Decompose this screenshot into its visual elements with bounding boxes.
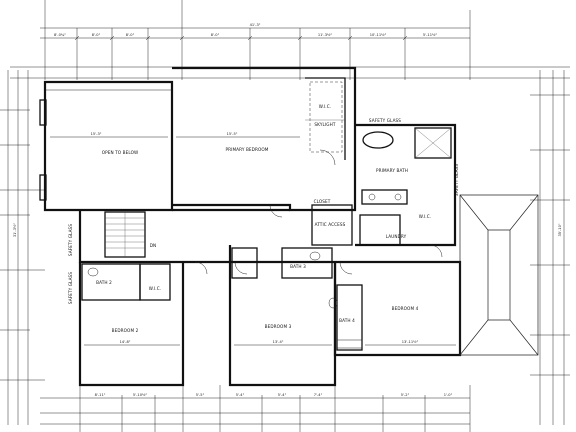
label-bedroom4: BEDROOM 4 xyxy=(392,306,419,311)
label-safety-glass-left2: SAFETY GLASS xyxy=(68,272,73,304)
label-safety-glass-left: SAFETY GLASS xyxy=(68,224,73,256)
dim-top-seg: 8'-0¾" xyxy=(54,33,66,37)
dim-left-overall: 31'-3½" xyxy=(13,223,17,238)
top-dimension-labels: 41'-3" 5'-11½" 8'-0¾" 8'-0" 8'-0" 8'-0" … xyxy=(54,23,437,37)
label-bath3: BATH 3 xyxy=(290,264,306,269)
door-swings xyxy=(194,149,443,275)
room-labels: OPEN TO BELOW PRIMARY BEDROOM PRIMARY BA… xyxy=(68,104,459,333)
dim-top-right: 5'-11½" xyxy=(423,33,438,37)
dim-bottom-seg: 8'-11" xyxy=(95,393,106,397)
bottom-dimension-labels: 8'-11" 5'-10½" 5'-5" 5'-4" 5'-4" 7'-4" 5… xyxy=(95,393,453,397)
label-open-to-below: OPEN TO BELOW xyxy=(102,150,139,155)
dim-bottom-seg: 7'-4" xyxy=(314,393,323,397)
dim-top-seg: 8'-0" xyxy=(211,33,220,37)
dim-bottom-seg: 5'-5" xyxy=(196,393,205,397)
dim-top-seg: 11'-3½" xyxy=(318,33,333,37)
label-dn: DN xyxy=(150,243,157,248)
walls xyxy=(39,66,462,387)
dim-bedroom4: 13'-11½" xyxy=(402,340,419,344)
dim-right-overall: 35'-10" xyxy=(558,223,562,236)
label-safety-glass-right: SAFETY GLASS xyxy=(454,164,459,196)
dim-top-seg: 10'-11½" xyxy=(370,33,387,37)
dim-bottom-seg: 5'-4" xyxy=(236,393,245,397)
dim-bedroom3: 13'-4" xyxy=(273,340,284,344)
label-wic-right: W.I.C. xyxy=(419,214,431,219)
dim-open-to-below: 15'-3" xyxy=(91,132,102,136)
label-bath4: BATH 4 xyxy=(339,318,355,323)
label-bedroom2: BEDROOM 2 xyxy=(112,328,139,333)
label-laundry: LAUNDRY xyxy=(386,234,407,239)
label-attic-access: ATTIC ACCESS xyxy=(315,222,346,227)
label-bath2: BATH 2 xyxy=(96,280,112,285)
label-primary-bath: PRIMARY BATH xyxy=(376,168,408,173)
stairs xyxy=(104,211,146,258)
label-safety-glass-top: SAFETY GLASS xyxy=(369,118,401,123)
dim-top-seg: 8'-0" xyxy=(126,33,135,37)
label-closet: CLOSET xyxy=(314,199,331,204)
dim-bedroom2: 14'-8" xyxy=(120,340,131,344)
label-wic-bed2: W.I.C. xyxy=(149,286,161,291)
dim-bottom-seg: 5'-2" xyxy=(401,393,410,397)
room-dimensions: 15'-3" 15'-5" 14'-8" 13'-4" 13'-11½" xyxy=(50,132,456,346)
dim-bottom-seg: 5'-10½" xyxy=(133,393,148,397)
roof-outline xyxy=(459,194,539,356)
dim-top-overall: 41'-3" xyxy=(250,23,261,27)
label-wic-primary: W.I.C. xyxy=(319,104,331,109)
dim-bottom-seg: 5'-4" xyxy=(278,393,287,397)
label-bedroom3: BEDROOM 3 xyxy=(265,324,292,329)
dim-bottom-seg: 1'-0" xyxy=(444,393,453,397)
label-primary-bedroom: PRIMARY BEDROOM xyxy=(225,147,268,152)
dim-top-seg: 8'-0" xyxy=(92,33,101,37)
dim-primary-bedroom: 15'-5" xyxy=(227,132,238,136)
label-skylight: SKYLIGHT xyxy=(314,122,335,127)
